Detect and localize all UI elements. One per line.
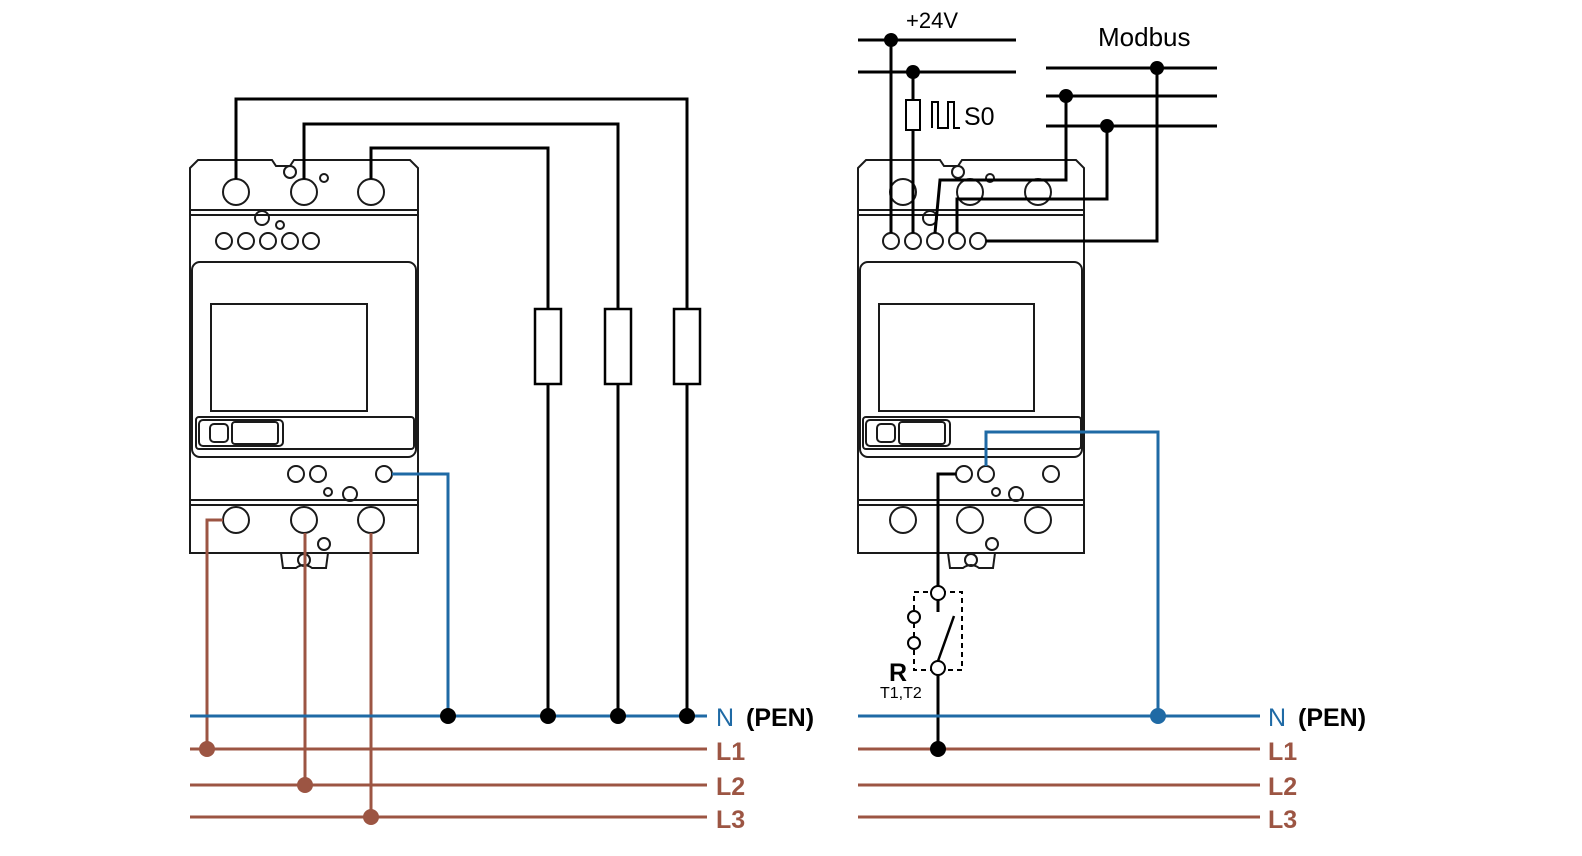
modbus-lines: [933, 66, 1217, 243]
energy-meter-right: [857, 159, 1085, 569]
energy-meter-left: [189, 159, 419, 569]
l1-label-right: L1: [1268, 738, 1297, 766]
l3-label-right: L3: [1268, 806, 1297, 834]
junctions-left: [199, 708, 695, 825]
relay-label: R: [889, 659, 907, 687]
relay-terminals-label: T1,T2: [880, 685, 922, 702]
neutral-wire-right: [984, 430, 1160, 716]
pen-label-right: (PEN): [1298, 704, 1366, 732]
neutral-wire-left: [392, 472, 450, 716]
junction-neutral-right: [1150, 708, 1166, 724]
supply-label: +24V: [906, 8, 958, 33]
modbus-label: Modbus: [1098, 22, 1191, 52]
relay-switch-icon: [907, 585, 963, 676]
s0-label: S0: [964, 103, 995, 131]
load-wires-left: [234, 97, 689, 716]
pen-label-left: (PEN): [746, 704, 814, 732]
l2-label-left: L2: [716, 773, 745, 801]
resistor-icon: [533, 307, 702, 386]
l1-label-left: L1: [716, 738, 745, 766]
relay-wiring: [936, 472, 956, 749]
l2-label-right: L2: [1268, 773, 1297, 801]
pulse-icon: [931, 101, 960, 129]
junction-l1-right: [930, 741, 946, 757]
resistor-icon: [905, 99, 921, 131]
phase-wires-left: [205, 518, 373, 817]
junctions-top-right: [884, 33, 1164, 133]
l3-label-left: L3: [716, 806, 745, 834]
n-label-right: N: [1268, 704, 1286, 732]
n-label-left: N: [716, 704, 734, 732]
